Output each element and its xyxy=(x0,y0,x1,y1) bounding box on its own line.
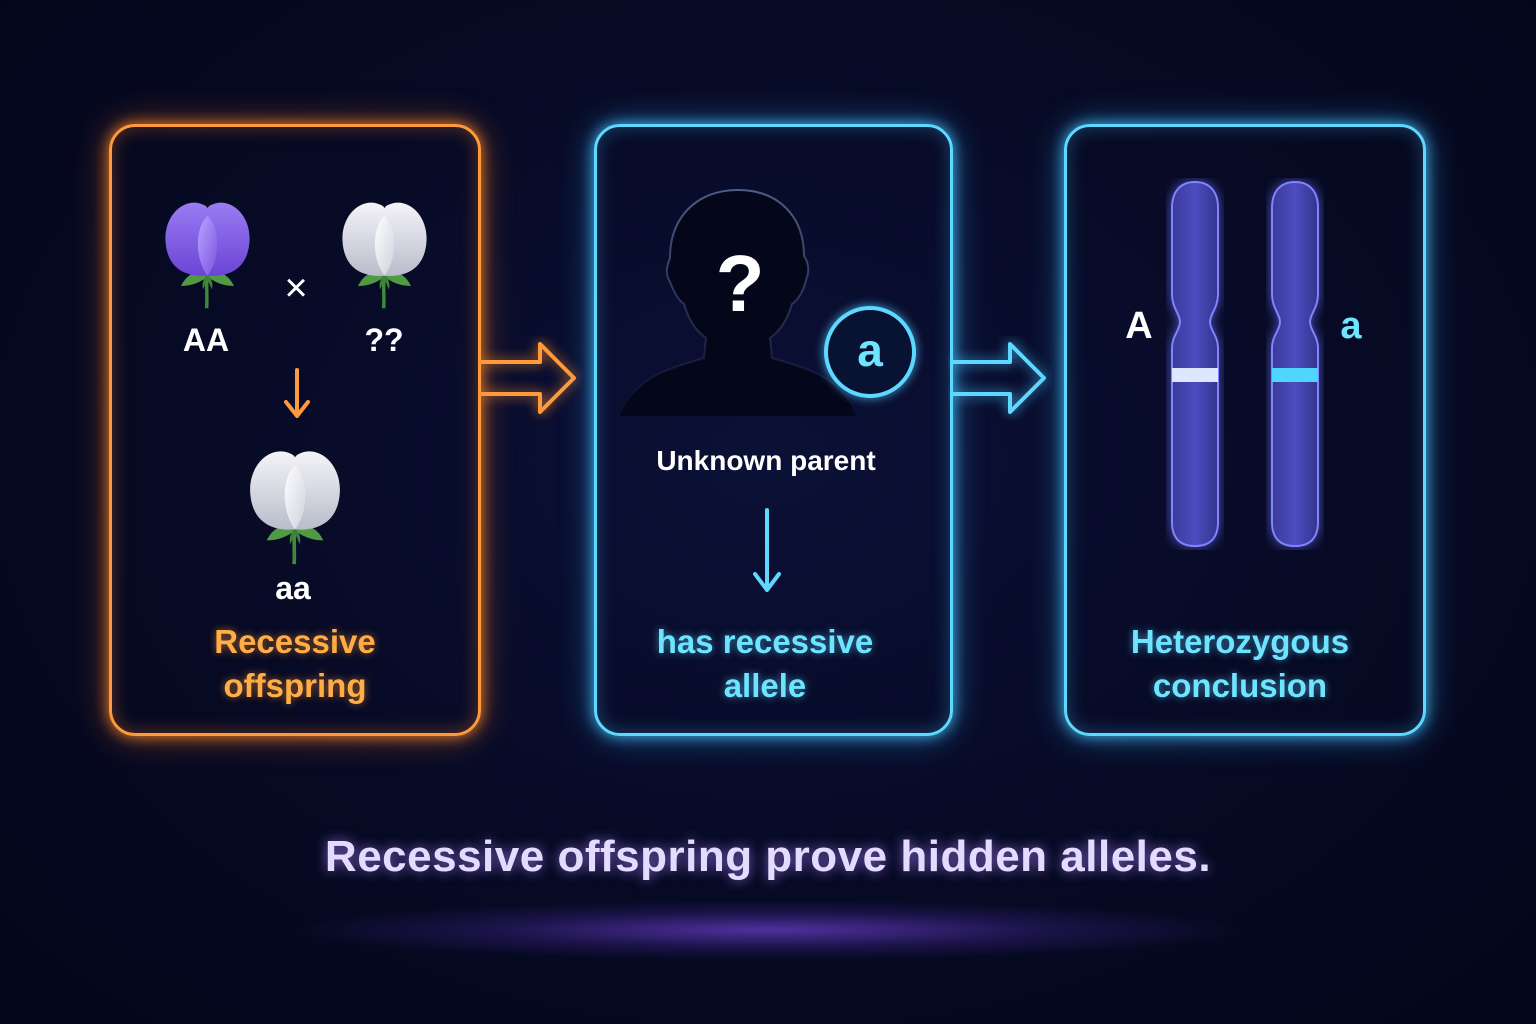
footer-statement: Recessive offspring prove hidden alleles… xyxy=(324,832,1212,881)
subject-label: Unknown parent xyxy=(656,445,876,476)
purple-flower-icon xyxy=(165,202,250,310)
allele-band-A xyxy=(1172,368,1218,382)
parent-left-genotype: AA xyxy=(182,322,230,358)
allele-badge-letter: a xyxy=(857,324,883,376)
arrow-down-icon xyxy=(284,368,310,418)
unknown-parent-panel xyxy=(594,124,953,736)
white-flower-icon xyxy=(342,202,427,310)
person-silhouette-icon xyxy=(618,188,858,417)
allele-band-a xyxy=(1272,368,1318,382)
heterozygous-panel xyxy=(1064,124,1426,736)
arrow-down-icon xyxy=(753,508,781,592)
footer-glow xyxy=(288,900,1248,960)
panel-2-caption-line-1: has recessive xyxy=(656,623,874,660)
panel-1-caption-line-2: offspring xyxy=(223,667,367,704)
left-allele-label: A xyxy=(1125,305,1153,347)
right-allele-label: a xyxy=(1340,305,1362,347)
chromosome-icon xyxy=(1271,180,1319,548)
parent-right-genotype: ?? xyxy=(364,322,404,358)
chromosome-icon xyxy=(1171,180,1219,548)
arrow-right-icon xyxy=(950,342,1046,414)
question-mark: ? xyxy=(715,239,765,328)
panel-3-caption-line-2: conclusion xyxy=(1152,667,1328,704)
panel-1-caption-line-1: Recessive xyxy=(214,623,376,660)
panel-1-caption: Recessive offspring xyxy=(130,620,460,708)
panel-2-caption-line-2: allele xyxy=(723,667,807,704)
panel-3-caption-line-1: Heterozygous xyxy=(1130,623,1350,660)
recessive-offspring-panel xyxy=(109,124,481,736)
allele-badge xyxy=(824,306,916,398)
arrow-right-icon xyxy=(480,342,576,414)
panel-2-caption: has recessive allele xyxy=(610,620,920,708)
offspring-genotype: aa xyxy=(275,570,311,606)
panel-3-caption: Heterozygous conclusion xyxy=(1080,620,1400,708)
white-flower-offspring-icon xyxy=(250,451,340,566)
cross-symbol: × xyxy=(284,266,308,310)
